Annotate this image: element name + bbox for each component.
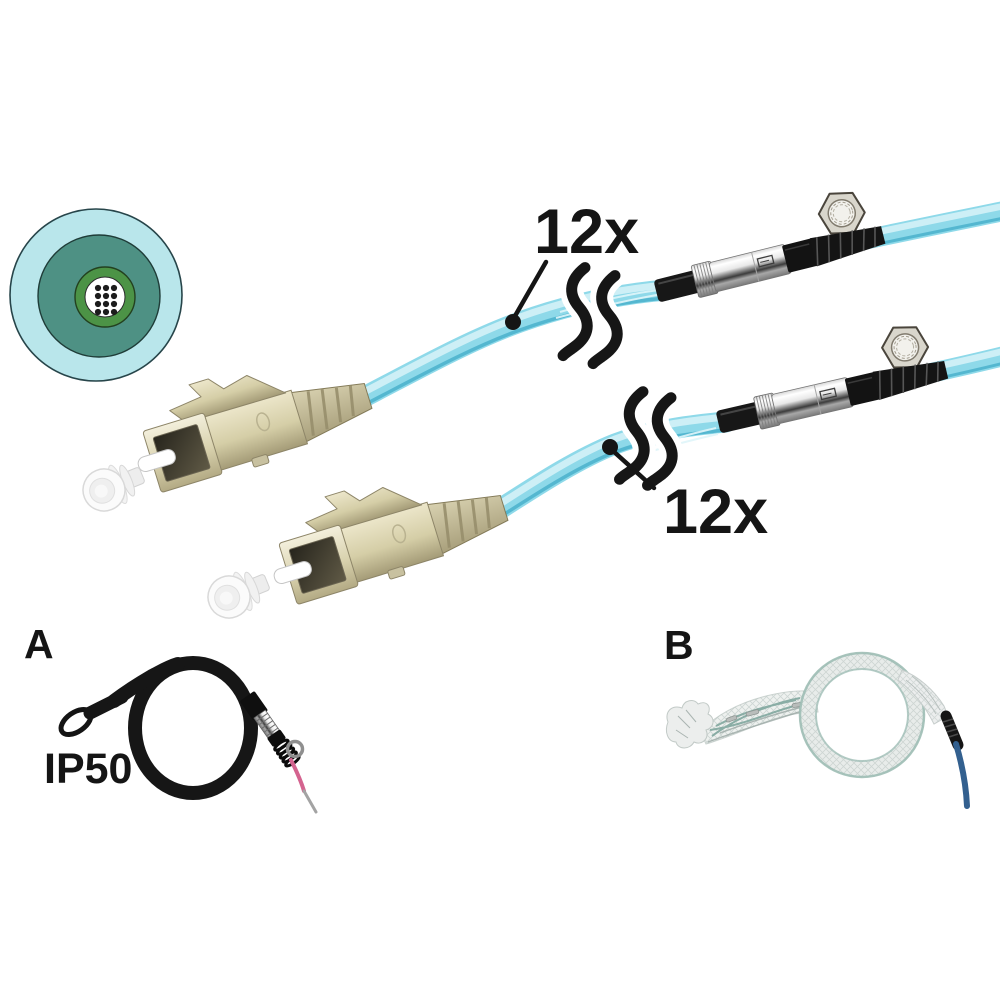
pulling-loop-cable: [128, 656, 258, 800]
pulling-eye-bottom: [704, 314, 951, 440]
wire-tip: [302, 789, 318, 814]
wrap-folds: [905, 675, 941, 715]
pulling-eye-top: [641, 180, 889, 309]
fiber-dot: [94, 300, 102, 308]
cable-break-top: [563, 266, 624, 366]
fiber-dot: [110, 292, 118, 300]
trunk-cable-top: 12x: [118, 180, 1000, 502]
fiber-dot: [110, 300, 118, 308]
mesh-sock-loop-pattern: [799, 652, 925, 778]
lc-connector-bottom: [254, 446, 516, 614]
fitting-ribs: [255, 712, 279, 737]
callout-dot-bottom: [602, 439, 618, 455]
sock-tied-end: [665, 700, 714, 749]
variant-b-label: B: [664, 622, 694, 668]
fitting-collar: [267, 729, 286, 747]
loop-cable-edge-outer: [798, 651, 926, 779]
fiber-cross-section: [9, 208, 183, 382]
fiber-dot: [94, 284, 102, 292]
fiber-dot: [102, 284, 110, 292]
fiber-dot: [110, 308, 118, 316]
tied-end-creases: [675, 709, 697, 739]
fiber-dot: [102, 300, 110, 308]
pink-wire: [289, 758, 306, 793]
trunk-cable-bottom: 12x: [254, 314, 1000, 614]
loop-end-fitting: [240, 691, 301, 768]
fiber-dot-grid: [94, 284, 118, 316]
fiber-dot: [110, 284, 118, 292]
variant-a-label: A: [24, 621, 54, 667]
count-label-bottom: 12x: [663, 477, 768, 547]
blue-cable: [953, 741, 970, 809]
pulling-loop-lead: [107, 657, 185, 708]
lc-connector-top: [118, 334, 380, 502]
loop-cable-edge-inner: [815, 668, 909, 762]
inner-connector-tip: [745, 709, 760, 717]
count-label-top: 12x: [534, 197, 639, 267]
fiber-dot: [102, 292, 110, 300]
small-metal-ring: [285, 739, 305, 759]
inner-connector-tip: [725, 715, 738, 723]
leader-line-bottom: [609, 447, 657, 491]
fiber-dot: [102, 308, 110, 316]
cable-break-bottom: [620, 390, 681, 488]
dust-cap-2: [200, 561, 276, 626]
fiber-dot: [94, 308, 102, 316]
callout-dot-top: [505, 314, 521, 330]
leader-line-top: [512, 259, 549, 319]
ip-rating-label: IP50: [44, 745, 132, 793]
variant-a-group: A IP50: [24, 621, 318, 814]
fiber-dot: [94, 292, 102, 300]
adapter-ribs: [942, 718, 959, 738]
variant-b-group: B: [664, 622, 970, 809]
